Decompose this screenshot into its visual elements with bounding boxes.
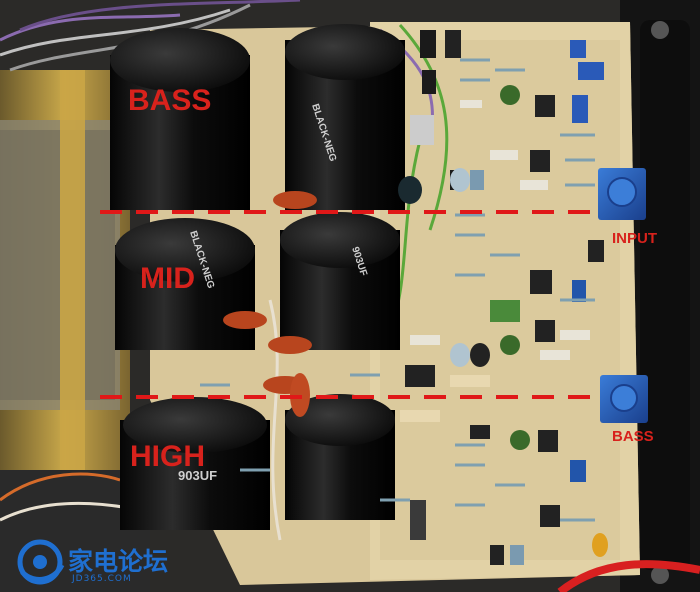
input-potentiometer [598, 168, 646, 220]
small-components [398, 30, 608, 565]
section-dividers [100, 210, 590, 399]
capacitor-bass-left [110, 28, 250, 210]
bass-pot-label: BASS [612, 428, 654, 445]
mid-section-label: MID [140, 262, 195, 295]
input-pot-label: INPUT [612, 230, 657, 247]
high-section-label: HIGH [130, 440, 205, 473]
inductors [223, 191, 317, 417]
resistor-array [200, 58, 595, 522]
capacitor-bass-right [285, 24, 405, 210]
bass-potentiometer [600, 375, 648, 423]
watermark-text: 家电论坛 [68, 547, 169, 576]
capacitor-mid-right [280, 212, 400, 350]
capacitor-high-right [285, 394, 395, 520]
watermark-subtext: JD365.COM [72, 574, 132, 584]
capacitor-mid-left [115, 218, 255, 350]
bass-section-label: BASS [128, 84, 212, 117]
watermark-logo-icon [17, 539, 65, 585]
capacitor-high-left [120, 397, 270, 530]
cap-text-high-left: 903UF [178, 468, 217, 483]
